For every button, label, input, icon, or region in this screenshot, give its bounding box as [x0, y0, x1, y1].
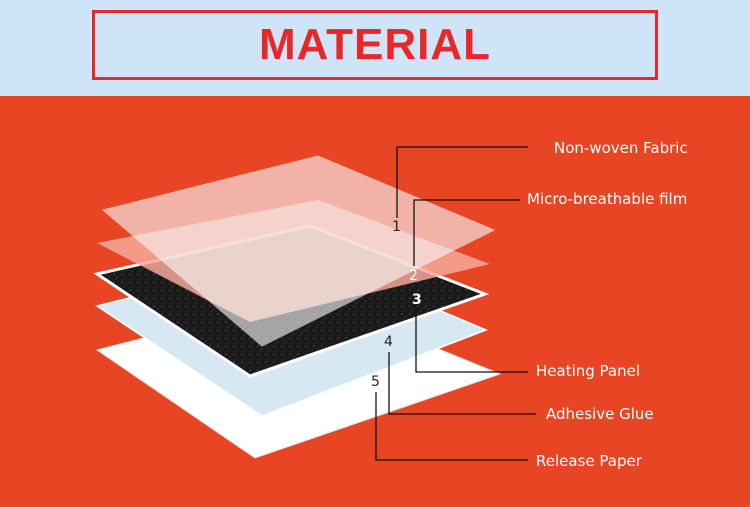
leader-line-1 [396, 146, 528, 218]
layer-number-3: 3 [412, 292, 422, 308]
layer-number-5: 5 [371, 374, 380, 390]
leader-line-3 [415, 310, 528, 373]
header-banner: MATERIAL [0, 0, 750, 96]
layer-non-woven-fabric [101, 155, 496, 347]
leader-line-2 [413, 199, 520, 266]
label-heating-panel: Heating Panel [536, 362, 641, 380]
layer-number-1: 1 [392, 219, 401, 235]
page-title: MATERIAL [258, 20, 492, 69]
label-release-paper: Release Paper [536, 452, 642, 470]
label-adhesive-glue: Adhesive Glue [546, 405, 654, 423]
label-non-woven-fabric: Non-woven Fabric [554, 139, 688, 157]
title-box: MATERIAL [92, 10, 658, 80]
leader-line-5 [375, 392, 528, 461]
layer-number-4: 4 [384, 334, 393, 350]
layer-number-2: 2 [409, 268, 418, 284]
leader-line-4 [388, 352, 536, 415]
label-micro-breathable-film: Micro-breathable film [527, 190, 688, 208]
